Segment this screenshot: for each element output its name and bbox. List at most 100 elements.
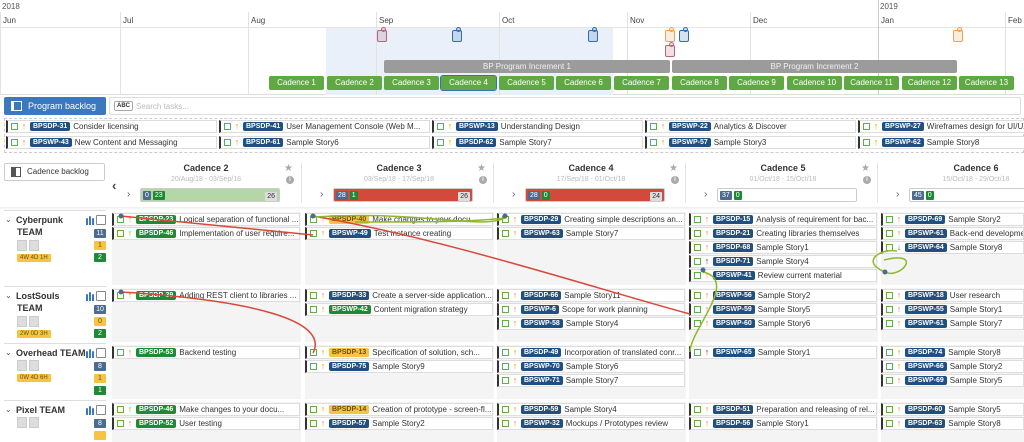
cadence-bar[interactable]: Cadence 13 <box>959 76 1014 90</box>
release-icon[interactable] <box>679 27 689 42</box>
expand-chevron[interactable]: › <box>512 189 516 200</box>
cadence-bar[interactable]: Cadence 6 <box>556 76 611 90</box>
backlog-icon[interactable] <box>96 215 106 225</box>
issue-key[interactable]: BPSDP-68 <box>713 243 754 252</box>
issue-key[interactable]: BPSWP-56 <box>713 291 755 300</box>
team-members-icon[interactable] <box>86 349 94 358</box>
issue-key[interactable]: BPSWP-66 <box>905 362 947 371</box>
cadence-bar[interactable]: Cadence 9 <box>729 76 784 90</box>
issue-key[interactable]: BPSWP-63 <box>521 229 563 238</box>
collapse-chevron[interactable]: ⌄ <box>5 215 12 224</box>
cadence-bar[interactable]: Cadence 1 <box>269 76 324 90</box>
issue-key[interactable]: BPSWP-70 <box>521 362 563 371</box>
issue-key[interactable]: BPSWP-27 <box>882 122 924 131</box>
issue-key[interactable]: BPSWP-22 <box>669 122 711 131</box>
issue-key[interactable]: BPSDP-52 <box>136 419 177 428</box>
favorite-star-icon[interactable]: ★ <box>669 163 678 174</box>
issue-key[interactable]: BPSWP-13 <box>456 122 498 131</box>
issue-key[interactable]: BPSWP-32 <box>521 419 563 428</box>
program-backlog-button[interactable]: Program backlog <box>4 97 106 115</box>
issue-key[interactable]: BPSWP-55 <box>905 305 947 314</box>
issue-key[interactable]: BPSDP-56 <box>713 419 754 428</box>
issue-key[interactable]: BPSWP-42 <box>329 305 371 314</box>
issue-key[interactable]: BPSWP-61 <box>905 319 947 328</box>
info-icon[interactable]: i <box>863 176 871 184</box>
info-icon[interactable]: i <box>286 176 294 184</box>
backlog-icon[interactable] <box>96 291 106 301</box>
expand-chevron[interactable]: › <box>704 189 708 200</box>
document-icon[interactable] <box>665 27 675 42</box>
issue-key[interactable]: BPSDP-61 <box>243 138 284 147</box>
issue-key[interactable]: BPSDP-60 <box>905 405 946 414</box>
cadence-bar[interactable]: Cadence 2 <box>327 76 382 90</box>
issue-key[interactable]: BPSDP-49 <box>521 348 562 357</box>
issue-key[interactable]: BPSWP-41 <box>713 271 755 280</box>
cadence-bar[interactable]: Cadence 12 <box>902 76 957 90</box>
issue-key[interactable]: BPSDP-59 <box>521 405 562 414</box>
issue-key[interactable]: BPSDP-46 <box>136 405 177 414</box>
team-members-icon[interactable] <box>86 406 94 415</box>
document-icon[interactable] <box>953 27 963 42</box>
info-icon[interactable]: i <box>479 176 487 184</box>
collapse-chevron[interactable]: ⌄ <box>5 405 12 414</box>
backlog-icon[interactable] <box>96 405 106 415</box>
issue-key[interactable]: BPSWP-58 <box>521 319 563 328</box>
issue-key[interactable]: BPSDP-31 <box>30 122 71 131</box>
issue-key[interactable]: BPSDP-40 <box>329 215 370 224</box>
cadence-bar[interactable]: Cadence 8 <box>672 76 727 90</box>
issue-key[interactable]: BPSWP-62 <box>882 138 924 147</box>
issue-key[interactable]: BPSWP-64 <box>905 243 947 252</box>
backlog-icon[interactable] <box>96 348 106 358</box>
cadence-bar[interactable]: Cadence 7 <box>614 76 669 90</box>
issue-key[interactable]: BPSDP-66 <box>521 291 562 300</box>
issue-key[interactable]: BPSDP-13 <box>329 348 370 357</box>
cadence-bar[interactable]: Cadence 3 <box>384 76 439 90</box>
issue-key[interactable]: BPSDP-21 <box>713 229 754 238</box>
issue-key[interactable]: BPSDP-51 <box>713 405 754 414</box>
document-icon[interactable] <box>377 27 387 42</box>
issue-key[interactable]: BPSWP-71 <box>521 376 563 385</box>
cadence-backlog-button[interactable]: Cadence backlog <box>4 163 105 181</box>
program-increment-bar[interactable]: BP Program Increment 2 <box>672 60 957 73</box>
cadence-bar[interactable]: Cadence 11 <box>844 76 899 90</box>
release-icon[interactable] <box>452 27 462 42</box>
issue-key[interactable]: BPSDP-75 <box>329 362 370 371</box>
issue-key[interactable]: BPSDP-41 <box>243 122 284 131</box>
document-icon[interactable] <box>665 42 675 57</box>
